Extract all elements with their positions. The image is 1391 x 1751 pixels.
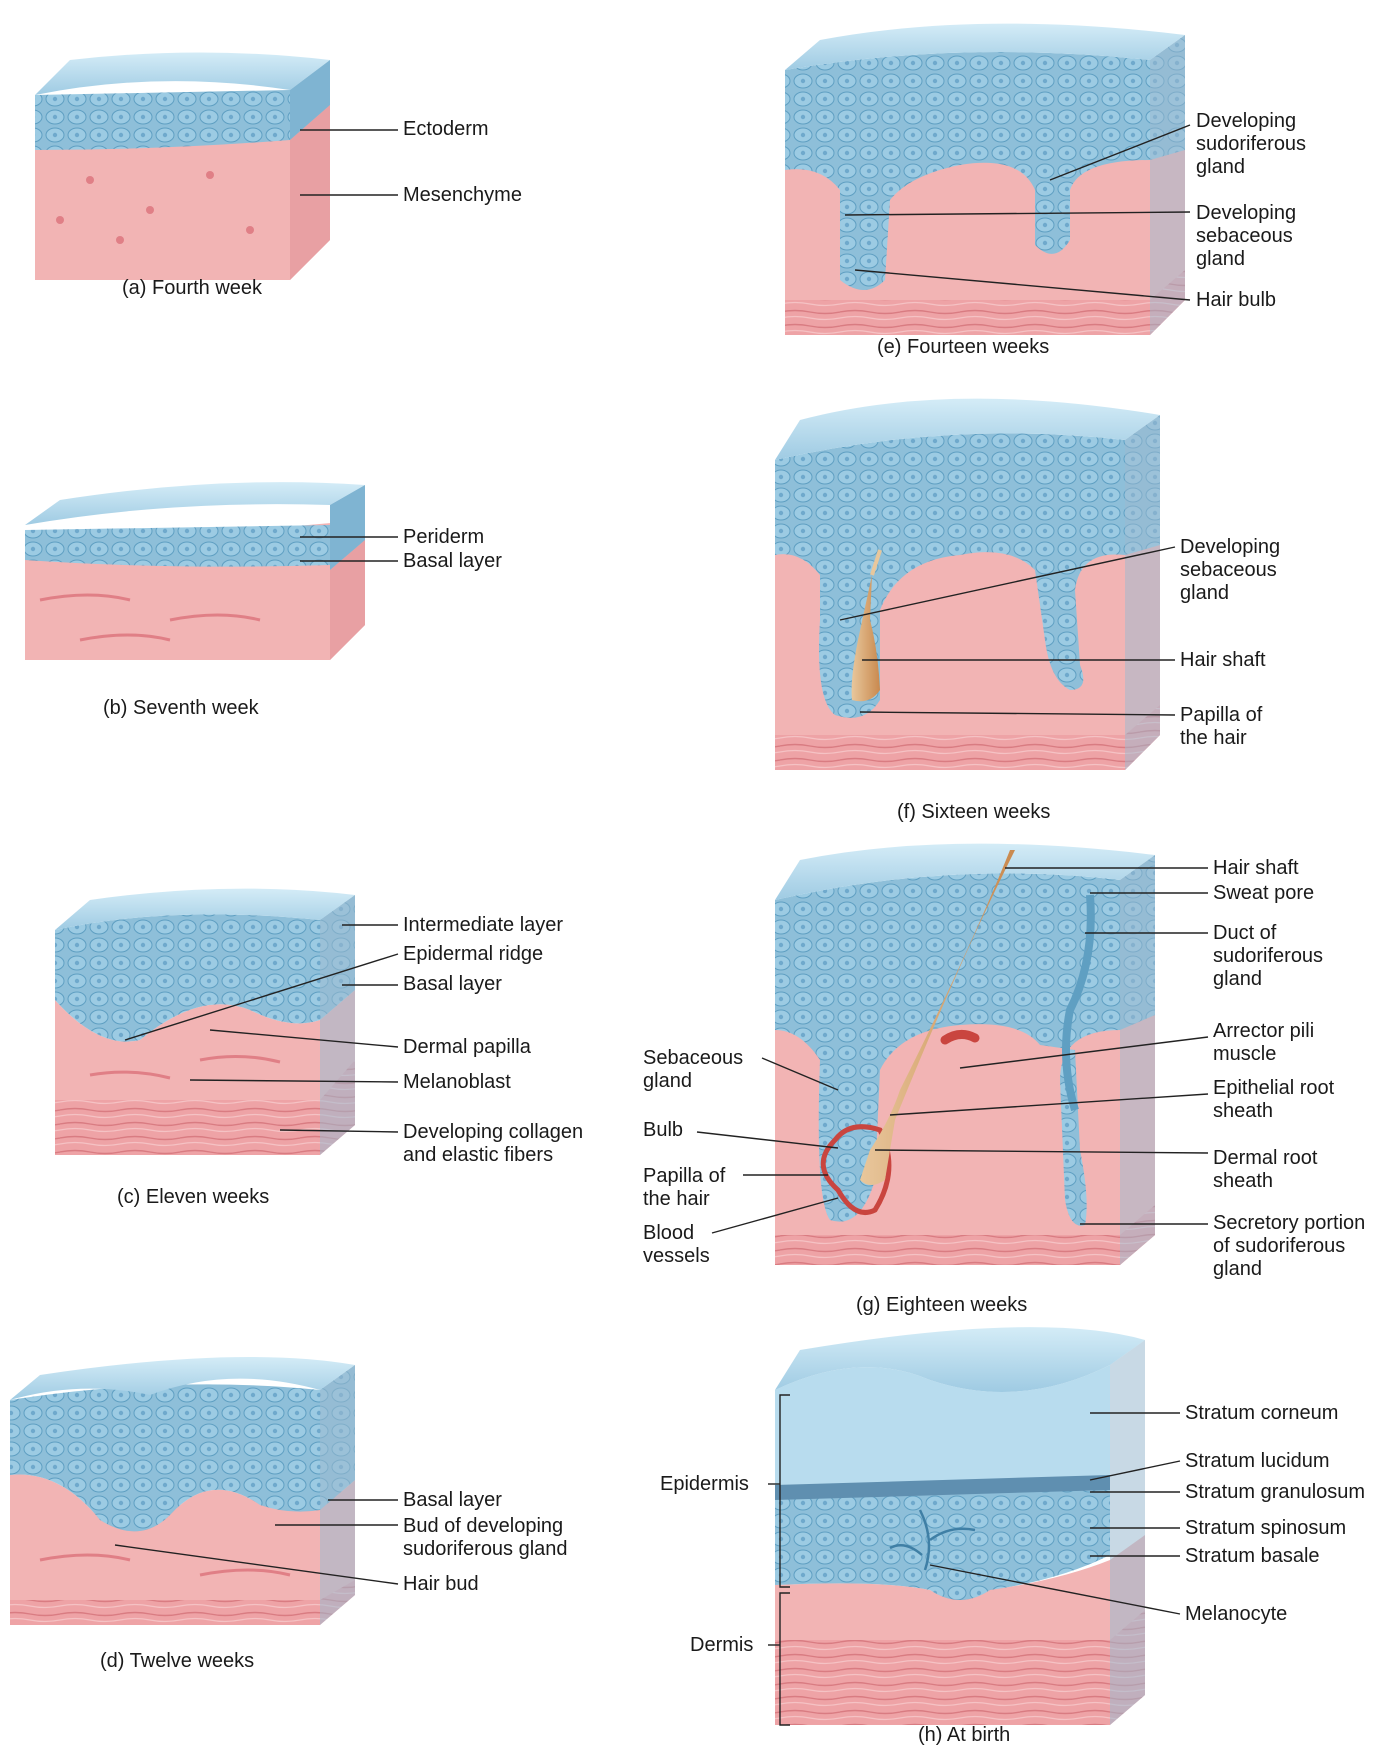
label-hair-shaft-f: Hair shaft xyxy=(1180,649,1266,672)
label-sebaceous-gland: Sebaceous gland xyxy=(643,1047,743,1093)
label-dermal-root-sheath: Dermal root sheath xyxy=(1213,1147,1317,1193)
panel-g-block xyxy=(775,844,1155,1265)
label-developing-sebaceous-gland-f: Developing sebaceous gland xyxy=(1180,536,1280,605)
label-stratum-spinosum: Stratum spinosum xyxy=(1185,1517,1346,1540)
caption-g: (g) Eighteen weeks xyxy=(856,1294,1027,1317)
label-basal-layer-b: Basal layer xyxy=(403,550,502,573)
label-ectoderm: Ectoderm xyxy=(403,118,489,141)
label-duct-sudoriferous-gland: Duct of sudoriferous gland xyxy=(1213,922,1323,991)
label-hair-bulb: Hair bulb xyxy=(1196,289,1276,312)
caption-h: (h) At birth xyxy=(918,1724,1010,1747)
caption-f: (f) Sixteen weeks xyxy=(897,801,1050,824)
label-epithelial-root-sheath: Epithelial root sheath xyxy=(1213,1077,1334,1123)
label-collagen-elastic-fibers: Developing collagen and elastic fibers xyxy=(403,1121,583,1167)
label-epidermal-ridge: Epidermal ridge xyxy=(403,943,543,966)
panel-a-block xyxy=(35,53,330,281)
label-secretory-portion: Secretory portion of sudoriferous gland xyxy=(1213,1212,1365,1281)
label-developing-sudoriferous-gland: Developing sudoriferous gland xyxy=(1196,110,1306,179)
label-basal-layer-c: Basal layer xyxy=(403,973,502,996)
caption-b: (b) Seventh week xyxy=(103,697,259,720)
label-arrector-pili-muscle: Arrector pili muscle xyxy=(1213,1020,1314,1066)
label-hair-bud: Hair bud xyxy=(403,1573,479,1596)
label-melanocyte: Melanocyte xyxy=(1185,1603,1287,1626)
panel-e-block xyxy=(785,24,1185,335)
label-stratum-basale: Stratum basale xyxy=(1185,1545,1320,1568)
label-epidermis: Epidermis xyxy=(660,1473,749,1496)
label-stratum-granulosum: Stratum granulosum xyxy=(1185,1481,1365,1504)
label-sweat-pore: Sweat pore xyxy=(1213,882,1314,905)
label-stratum-lucidum: Stratum lucidum xyxy=(1185,1450,1330,1473)
panel-h-block xyxy=(775,1327,1145,1725)
label-intermediate-layer: Intermediate layer xyxy=(403,914,563,937)
label-bulb: Bulb xyxy=(643,1119,683,1142)
label-basal-layer-d: Basal layer xyxy=(403,1489,502,1512)
label-dermis: Dermis xyxy=(690,1634,753,1657)
label-papilla-of-hair-g: Papilla of the hair xyxy=(643,1165,725,1211)
label-melanoblast: Melanoblast xyxy=(403,1071,511,1094)
label-papilla-of-hair-f: Papilla of the hair xyxy=(1180,704,1262,750)
label-blood-vessels: Blood vessels xyxy=(643,1222,710,1268)
label-hair-shaft-g: Hair shaft xyxy=(1213,857,1299,880)
label-periderm: Periderm xyxy=(403,526,484,549)
label-dermal-papilla: Dermal papilla xyxy=(403,1036,531,1059)
panel-b-block xyxy=(25,482,365,660)
label-developing-sebaceous-gland-e: Developing sebaceous gland xyxy=(1196,202,1296,271)
caption-c: (c) Eleven weeks xyxy=(117,1186,269,1209)
caption-a: (a) Fourth week xyxy=(122,277,262,300)
label-stratum-corneum: Stratum corneum xyxy=(1185,1402,1338,1425)
caption-e: (e) Fourteen weeks xyxy=(877,336,1049,359)
panel-d-block xyxy=(10,1357,355,1625)
caption-d: (d) Twelve weeks xyxy=(100,1650,254,1673)
label-bud-sudoriferous-gland: Bud of developing sudoriferous gland xyxy=(403,1515,568,1561)
panel-c-block xyxy=(55,889,355,1155)
label-mesenchyme: Mesenchyme xyxy=(403,184,522,207)
